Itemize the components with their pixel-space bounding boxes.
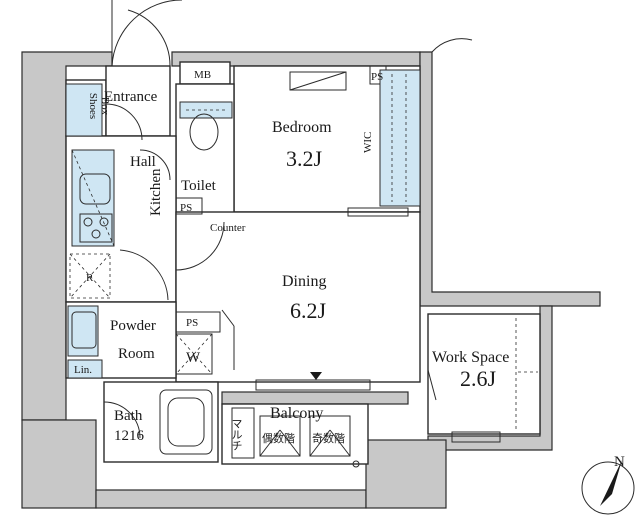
entrance-door xyxy=(105,0,182,181)
corner-arc xyxy=(431,38,473,53)
label-bedroom: Bedroom xyxy=(272,119,332,136)
label-powder-room-1: Powder xyxy=(110,318,156,334)
counter-arc xyxy=(175,221,225,271)
dining-window xyxy=(255,372,371,391)
label-multi: マルチ xyxy=(230,418,243,451)
label-kitchen: Kitchen xyxy=(148,168,164,216)
shoes-box xyxy=(65,83,103,137)
label-bedroom-size: 3.2J xyxy=(286,146,323,171)
north-icon: N xyxy=(614,454,625,470)
label-wic: WIC xyxy=(362,132,374,153)
bathtub xyxy=(103,389,213,455)
label-washer: W xyxy=(186,350,201,366)
refrigerator xyxy=(69,253,111,299)
outer-walls xyxy=(21,51,601,509)
label-linen: Lin. xyxy=(74,364,92,376)
label-hall: Hall xyxy=(130,154,156,170)
label-work-space: Work Space xyxy=(432,349,509,366)
label-even-floor: 偶数階 xyxy=(262,431,295,445)
label-shoes-box-1: Shoes xyxy=(87,93,99,119)
label-dining: Dining xyxy=(282,273,326,290)
bedroom-details xyxy=(289,65,421,217)
label-shoes-box-2: Box xyxy=(99,97,111,116)
label-entrance: Entrance xyxy=(104,89,158,105)
label-ps-top: PS xyxy=(371,71,383,83)
label-counter: Counter xyxy=(210,222,246,234)
kitchen-door-arc xyxy=(119,249,169,301)
north-compass: N xyxy=(581,454,635,515)
ps-toilet-box xyxy=(175,197,203,215)
label-bath: Bath xyxy=(114,408,143,424)
powder-fixtures xyxy=(67,305,235,379)
toilet-fixture xyxy=(179,101,233,151)
label-ps-toilet: PS xyxy=(180,202,192,214)
label-ps-powder: PS xyxy=(186,317,198,329)
label-mb: MB xyxy=(194,69,211,81)
kitchen-fixtures xyxy=(71,149,115,247)
label-powder-room-2: Room xyxy=(118,346,155,362)
label-odd-floor: 奇数階 xyxy=(312,431,345,445)
label-dining-size: 6.2J xyxy=(290,298,327,323)
balcony-units xyxy=(231,407,360,468)
label-balcony: Balcony xyxy=(270,405,323,422)
label-bath-size: 1216 xyxy=(114,428,145,444)
label-toilet: Toilet xyxy=(181,178,217,194)
label-work-space-size: 2.6J xyxy=(460,366,497,391)
label-refrigerator: R xyxy=(86,272,94,284)
work-space-details xyxy=(427,318,538,443)
